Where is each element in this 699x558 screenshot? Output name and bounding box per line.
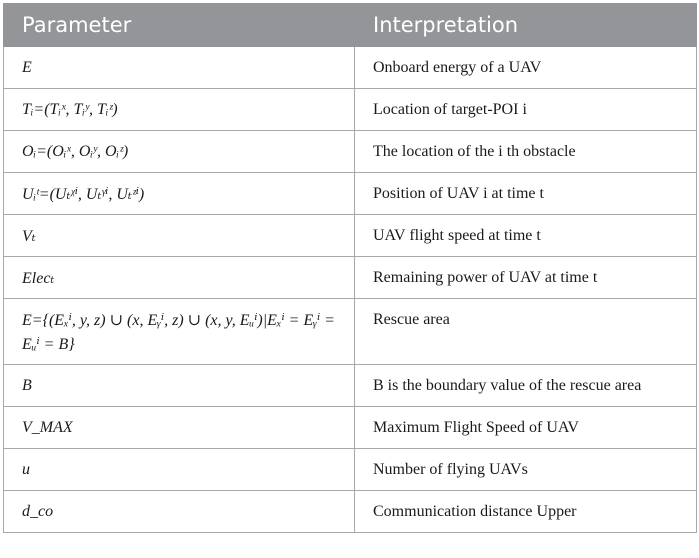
header-interpretation: Interpretation xyxy=(354,3,697,47)
parameter-cell: Uᵢᵗ=(Uₜᵡⁱ, Uₜᵞⁱ, Uₜᶻⁱ) xyxy=(3,172,355,215)
interpretation-cell: Location of target-POI i xyxy=(354,88,697,131)
interpretation-cell: The location of the i th obstacle xyxy=(354,130,697,173)
table-row: Tᵢ=(Tᵢˣ, Tᵢʸ, Tᵢᶻ) Location of target-PO… xyxy=(3,88,697,131)
header-parameter: Parameter xyxy=(3,3,355,47)
table-header-row: Parameter Interpretation xyxy=(3,3,697,47)
interpretation-cell: Rescue area xyxy=(354,298,697,365)
table-row: E Onboard energy of a UAV xyxy=(3,46,697,89)
table-row: E={(Eₓⁱ, y, z) ∪ (x, Eᵧⁱ, z) ∪ (x, y, Eᵤ… xyxy=(3,298,697,365)
parameter-cell: E xyxy=(3,46,355,89)
interpretation-cell: B is the boundary value of the rescue ar… xyxy=(354,364,697,407)
parameter-cell: Elecₜ xyxy=(3,256,355,299)
parameter-cell: Vₜ xyxy=(3,214,355,257)
interpretation-cell: Communication distance Upper xyxy=(354,490,697,533)
table-row: u Number of flying UAVs xyxy=(3,448,697,491)
table-row: Vₜ UAV flight speed at time t xyxy=(3,214,697,257)
interpretation-cell: Onboard energy of a UAV xyxy=(354,46,697,89)
parameter-table: Parameter Interpretation E Onboard energ… xyxy=(3,3,697,533)
table-row: Elecₜ Remaining power of UAV at time t xyxy=(3,256,697,299)
interpretation-cell: Position of UAV i at time t xyxy=(354,172,697,215)
table-row: Oᵢ=(Oᵢˣ, Oᵢʸ, Oᵢᶻ) The location of the i… xyxy=(3,130,697,173)
parameter-cell: Oᵢ=(Oᵢˣ, Oᵢʸ, Oᵢᶻ) xyxy=(3,130,355,173)
interpretation-cell: Remaining power of UAV at time t xyxy=(354,256,697,299)
interpretation-cell: Number of flying UAVs xyxy=(354,448,697,491)
interpretation-cell: Maximum Flight Speed of UAV xyxy=(354,406,697,449)
table-row: Uᵢᵗ=(Uₜᵡⁱ, Uₜᵞⁱ, Uₜᶻⁱ) Position of UAV i… xyxy=(3,172,697,215)
table-row: B B is the boundary value of the rescue … xyxy=(3,364,697,407)
table-row: V_MAX Maximum Flight Speed of UAV xyxy=(3,406,697,449)
table-row: d_co Communication distance Upper xyxy=(3,490,697,533)
parameter-cell: Tᵢ=(Tᵢˣ, Tᵢʸ, Tᵢᶻ) xyxy=(3,88,355,131)
interpretation-cell: UAV flight speed at time t xyxy=(354,214,697,257)
parameter-cell: u xyxy=(3,448,355,491)
parameter-cell: B xyxy=(3,364,355,407)
parameter-cell: E={(Eₓⁱ, y, z) ∪ (x, Eᵧⁱ, z) ∪ (x, y, Eᵤ… xyxy=(3,298,355,365)
parameter-cell: d_co xyxy=(3,490,355,533)
parameter-cell: V_MAX xyxy=(3,406,355,449)
